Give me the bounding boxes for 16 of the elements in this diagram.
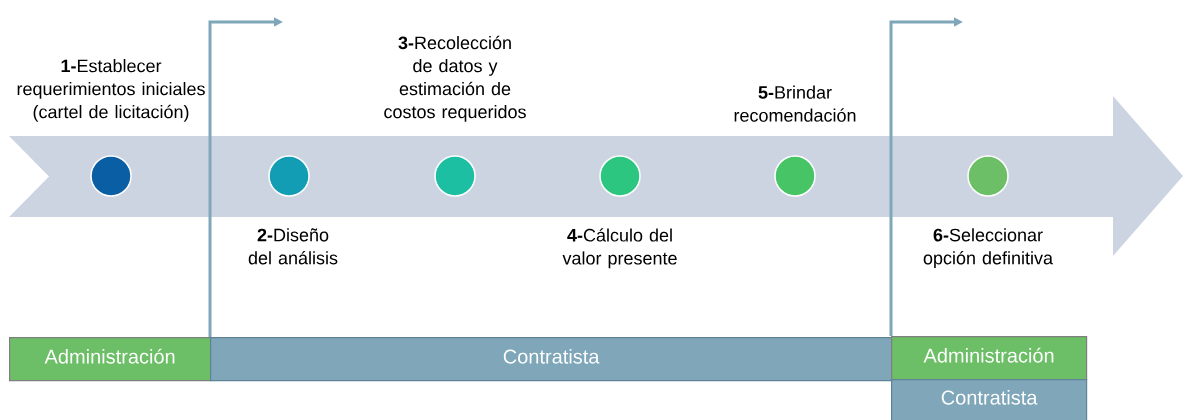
step-label: 2-Diseño del análisis xyxy=(248,228,338,265)
step-label: 1-Establecer requerimientos iniciales (cartel de licitación) xyxy=(17,59,205,122)
role-bar: Contratista xyxy=(891,379,1088,420)
step-label: 6-Seleccionar opción definitiva xyxy=(923,228,1053,268)
role-bar: Contratista xyxy=(210,337,893,382)
step-dot xyxy=(774,155,816,197)
step-dot xyxy=(268,155,310,197)
step-dot xyxy=(967,155,1009,197)
step-dot xyxy=(599,155,641,197)
role-bar: Administración xyxy=(9,337,212,382)
step-label: 3-Recolección de datos y estimación de costos requeridos xyxy=(384,35,526,122)
step-dot xyxy=(434,155,476,197)
role-bar: Administración xyxy=(891,336,1088,381)
step-label: 5-Brindar recomendación xyxy=(734,85,856,122)
step-dot xyxy=(90,155,132,197)
step-label: 4-Cálculo del valor presente xyxy=(562,228,677,269)
